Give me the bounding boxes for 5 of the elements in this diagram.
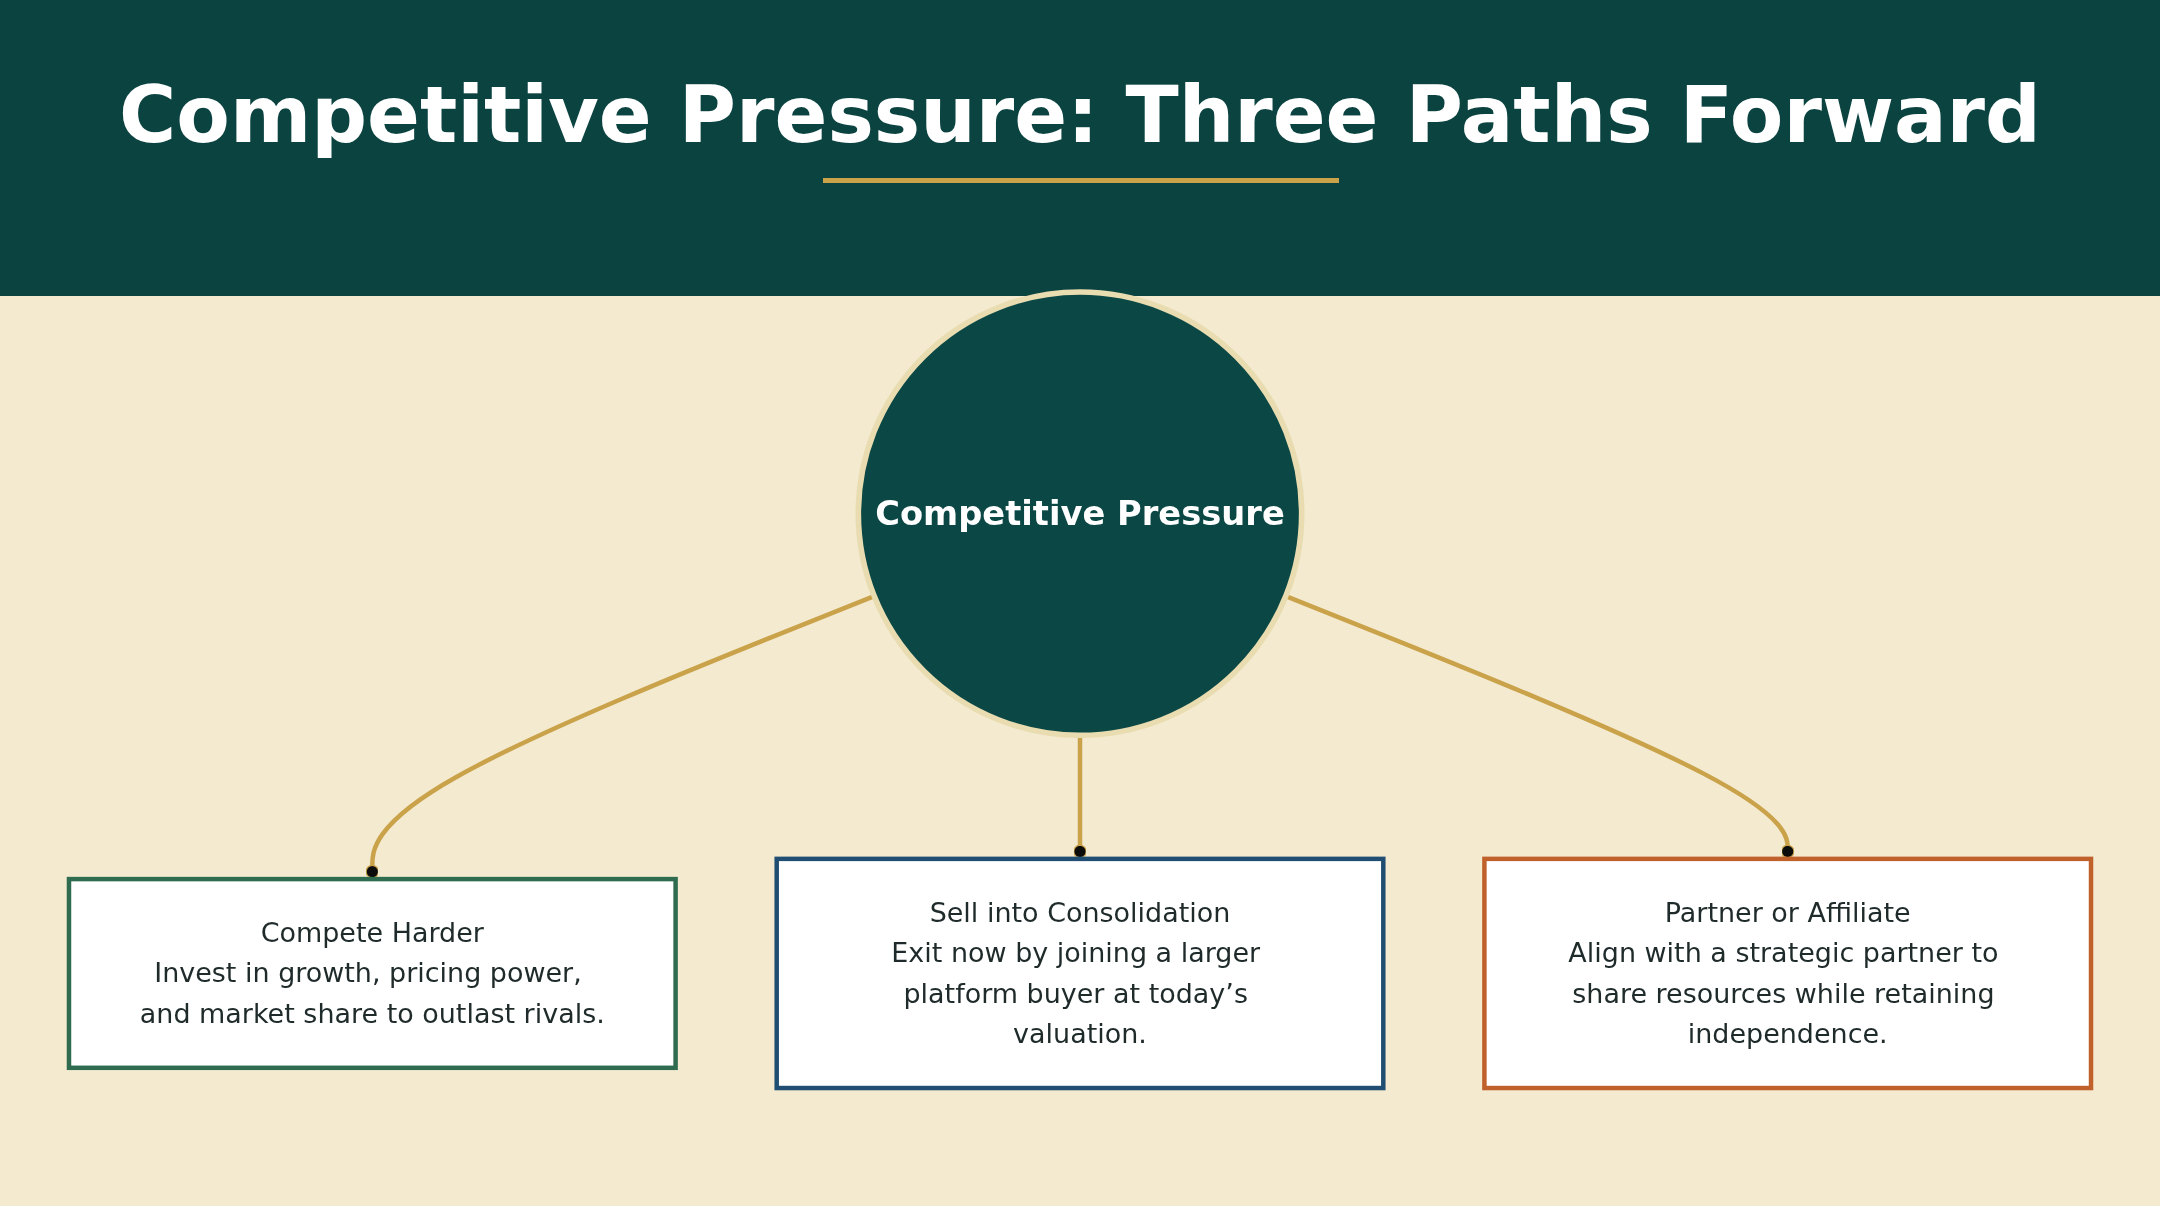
node-box: Compete Harder Invest in growth, pricing power, and market share to outlast rivals. (66, 876, 678, 1071)
title: Competitive Pressure: Three Paths Forward (118, 70, 2042, 160)
node-circle: Competitive Pressure (855, 289, 1305, 739)
node-box: Partner or Affiliate Align with a strategic partner to share resources while retaining independence. (1482, 856, 2094, 1091)
node-box: Sell into Consolidation Exit now by joining a larger platform buyer at today’s valuation. (774, 856, 1386, 1091)
